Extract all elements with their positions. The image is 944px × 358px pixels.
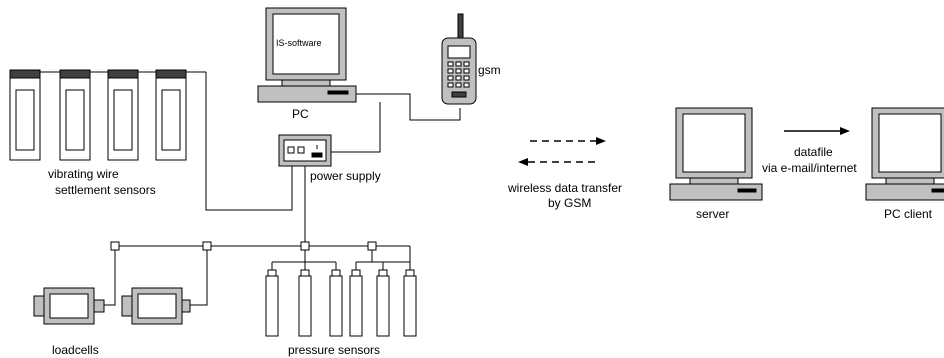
pressure-sensor-1	[265, 269, 279, 337]
pressure-sensor-3	[329, 269, 343, 337]
gsm-phone	[441, 13, 477, 105]
arrow-head-right-icon	[596, 137, 606, 145]
bus-junctions	[110, 241, 377, 251]
wireless-label-1: wireless data transfer	[507, 181, 622, 195]
power-supply-label: power supply	[310, 169, 381, 183]
vibrating-wire-label-1: vibrating wire	[48, 167, 119, 181]
loadcells-label: loadcells	[52, 343, 99, 357]
vw-sensor-4	[155, 69, 187, 161]
power-supply	[278, 134, 332, 167]
pc-gsm-link	[356, 93, 461, 121]
server-computer	[669, 107, 763, 201]
pc-client-label: PC client	[884, 207, 933, 221]
junction-box	[367, 241, 377, 251]
pressure-sensor-2	[298, 269, 312, 337]
sensor-bus	[104, 166, 411, 306]
junction-box	[110, 241, 120, 251]
vw-sensor-2	[59, 69, 91, 161]
pressure-sensor-6	[403, 269, 417, 337]
pc-label: PC	[292, 107, 309, 121]
vibrating-wire-label-2: settlement sensors	[55, 183, 156, 197]
wireless-label-2: by GSM	[548, 196, 591, 210]
junction-box	[300, 241, 310, 251]
gsm-label: gsm	[478, 63, 501, 77]
pressure-sensors	[265, 269, 417, 337]
pressure-sensors-label: pressure sensors	[288, 343, 380, 357]
vw-sensor-1	[9, 69, 41, 161]
loadcell-2	[121, 287, 191, 325]
junction-box	[202, 241, 212, 251]
pressure-sensor-5	[376, 269, 390, 337]
loadcell-1	[33, 287, 105, 325]
wireless-arrows	[518, 137, 606, 166]
pc-computer	[257, 7, 357, 103]
arrow-head-left-icon	[518, 158, 528, 166]
vw-sensor-3	[107, 69, 139, 161]
datafile-arrow	[784, 127, 850, 135]
pressure-sensor-4	[349, 269, 363, 337]
vibrating-wire-sensors	[9, 69, 293, 211]
is-software-label: IS-software	[276, 38, 322, 48]
pc-client-computer	[865, 107, 944, 201]
server-label: server	[696, 207, 729, 221]
arrow-head-right-icon	[840, 127, 850, 135]
datafile-label-1: datafile	[794, 145, 833, 159]
datafile-label-2: via e-mail/internet	[762, 161, 857, 175]
power-pc-link	[331, 102, 381, 153]
